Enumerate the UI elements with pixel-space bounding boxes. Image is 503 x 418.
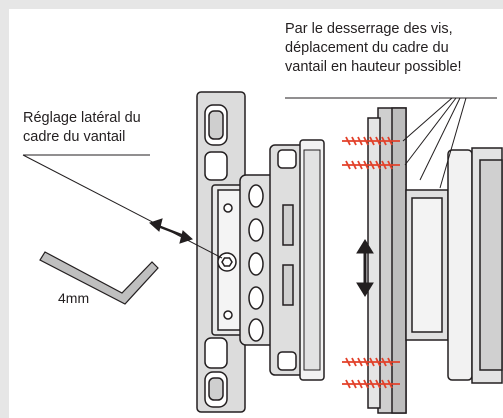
annotation-line: déplacement du cadre du (285, 40, 449, 56)
right-hinge-side-view (367, 107, 503, 414)
left-hinge-front-view (196, 91, 325, 413)
height-adjust-annotation: Par le desserrage des vis, déplacement d… (285, 20, 500, 77)
screw-icon (342, 136, 400, 146)
key-size-label: 4mm (58, 290, 90, 306)
right-leader-lines (285, 97, 497, 189)
annotation-line: Par le desserrage des vis, (285, 21, 453, 37)
annotation-line: cadre du vantail (23, 129, 126, 145)
screw-icon (342, 379, 400, 389)
allen-key-icon (39, 251, 159, 305)
screw-icon (342, 357, 400, 367)
left-leader-line (22, 154, 223, 259)
annotation-line: Réglage latéral du (23, 110, 141, 126)
screw-icon (342, 160, 400, 170)
height-adjust-arrow (356, 239, 374, 297)
annotation-line: vantail en hauteur possible! (285, 59, 462, 75)
screw-group (342, 136, 400, 389)
lateral-adjust-annotation: Réglage latéral du cadre du vantail (23, 109, 183, 147)
